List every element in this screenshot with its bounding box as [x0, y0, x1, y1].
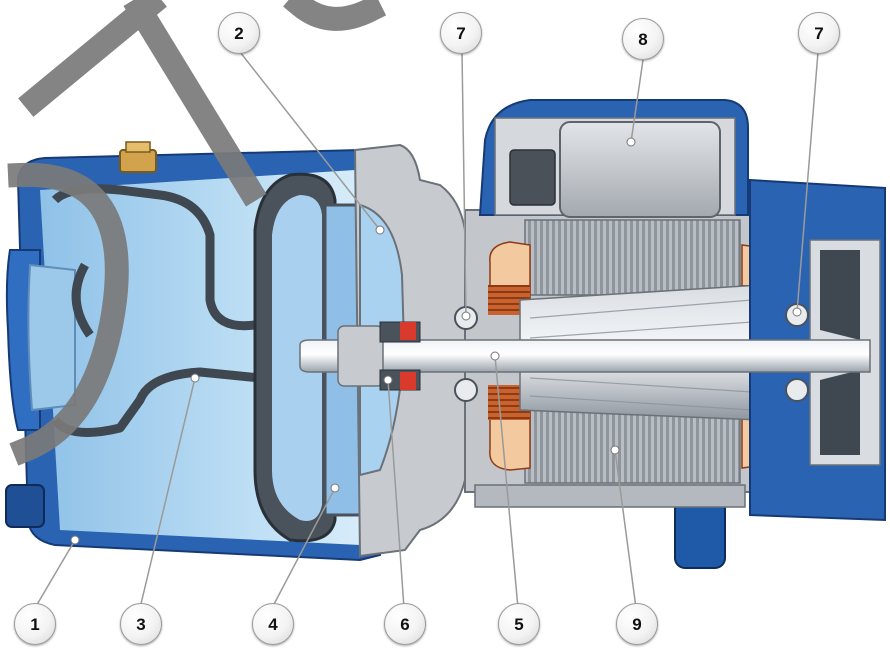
callout-5-label: 5 — [514, 614, 524, 634]
watermark — [7, 0, 387, 466]
callout-4: 4 — [252, 603, 294, 645]
mechanical-seal — [379, 321, 421, 391]
callout-9-label: 9 — [632, 614, 642, 634]
callout-3-label: 3 — [136, 614, 146, 634]
callout-7-right-label: 7 — [814, 23, 824, 43]
callout-6: 6 — [384, 603, 426, 645]
callout-7-right: 7 — [798, 12, 840, 54]
leader-dots — [70, 137, 802, 545]
callout-9: 9 — [616, 603, 658, 645]
callout-8: 8 — [622, 18, 664, 60]
callout-4-label: 4 — [268, 614, 278, 634]
callout-2-label: 2 — [234, 23, 244, 43]
callout-3: 3 — [120, 603, 162, 645]
leader-lines — [34, 51, 819, 609]
capacitor-box — [478, 99, 749, 218]
callout-5: 5 — [498, 603, 540, 645]
callout-7-left-label: 7 — [456, 23, 466, 43]
callout-6-label: 6 — [400, 614, 410, 634]
callout-1-label: 1 — [30, 614, 40, 634]
callout-8-label: 8 — [638, 29, 648, 49]
shaft — [299, 325, 871, 387]
callout-1: 1 — [14, 603, 56, 645]
callout-2: 2 — [218, 12, 260, 54]
callout-7-left: 7 — [440, 12, 482, 54]
